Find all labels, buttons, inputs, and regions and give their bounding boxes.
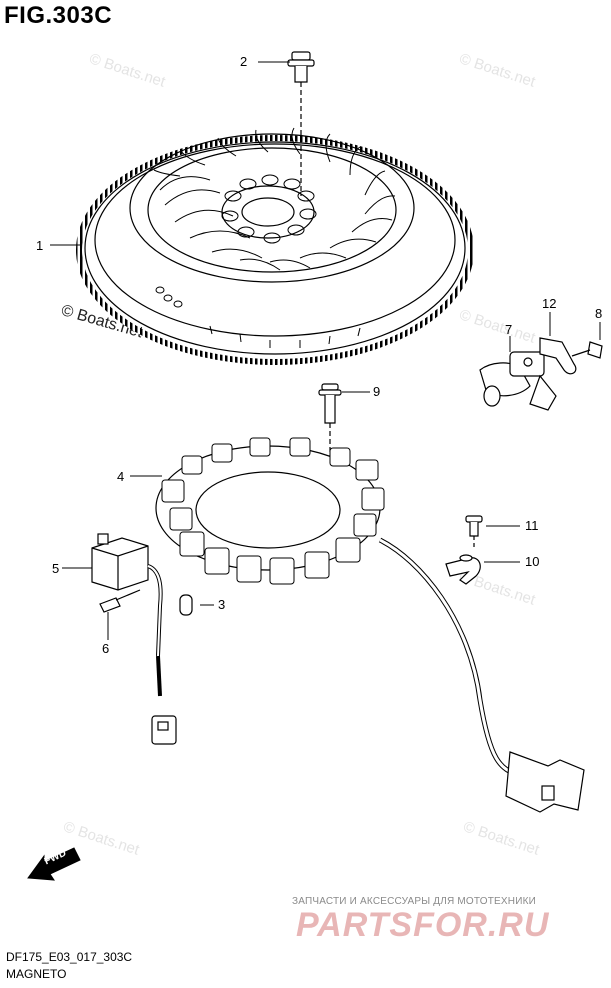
callout-9: 9 [373,384,381,399]
callout-3: 3 [218,597,226,612]
diagram-name: MAGNETO [6,967,67,981]
callout-12: 12 [542,296,557,311]
bolt-part-11 [465,515,483,550]
screw-part-8 [571,341,603,359]
callout-11: 11 [525,518,539,533]
callout-2: 2 [240,54,248,69]
clamp-part-10 [445,554,481,585]
callout-5: 5 [52,561,60,576]
callout-4: 4 [117,469,125,484]
callout-7: 7 [505,322,513,337]
screw-part-6 [99,589,141,613]
pulser-coil-part-5 [91,533,177,745]
callout-6: 6 [102,641,110,656]
leader-lines [50,61,601,640]
fwd-arrow-icon [27,847,81,881]
callout-8: 8 [595,306,603,321]
callout-10: 10 [525,554,540,569]
bracket-part-12 [539,337,577,375]
sensor-part-7 [479,351,557,411]
callout-1: 1 [36,238,44,253]
flywheel-part-1 [76,127,474,365]
bolt-part-2 [287,51,315,196]
ad-tagline: ЗАПЧАСТИ И АКСЕССУАРЫ ДЛЯ МОТОТЕХНИКИ [292,896,537,907]
figure-title: FIG.303C [4,2,113,29]
ad-logo: PARTSFOR.RU [296,906,550,944]
pin-part-3 [179,594,193,616]
stator-part-4 [155,437,585,813]
bolt-part-9 [318,383,342,470]
diagram-code: DF175_E03_017_303C [6,950,133,964]
